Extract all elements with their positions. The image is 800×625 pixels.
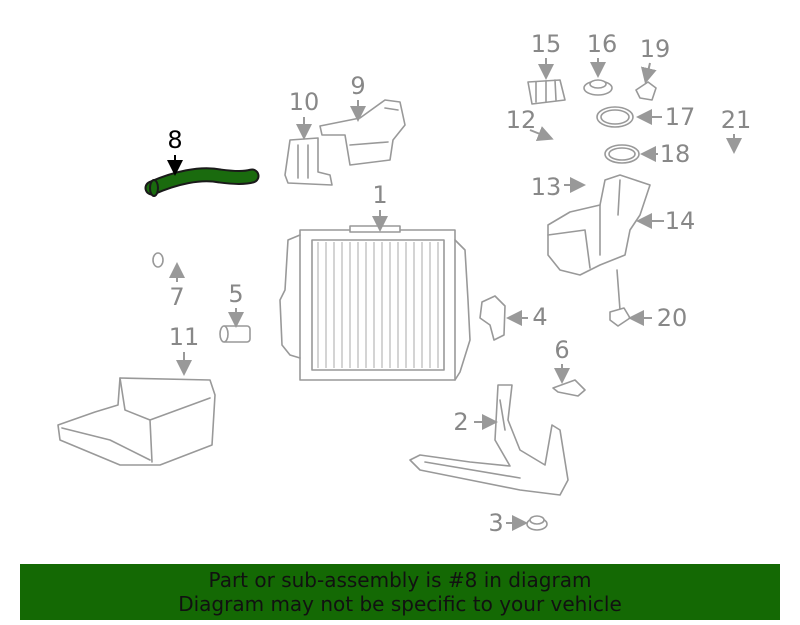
part-2-lower-support	[409, 384, 569, 496]
leader-12	[529, 126, 554, 141]
callout-17: 17	[665, 103, 696, 131]
part-4-bracket	[479, 295, 506, 341]
banner-line-1: Part or sub-assembly is #8 in diagram	[208, 568, 592, 592]
banner-line-2: Diagram may not be specific to your vehi…	[178, 592, 622, 616]
part-15-connector	[527, 79, 566, 105]
part-9-bracket	[319, 99, 406, 166]
part-18-gasket	[604, 144, 640, 164]
callout-12: 12	[506, 106, 537, 134]
part-17-seal	[596, 106, 634, 128]
callout-7: 7	[169, 283, 184, 311]
leader-19	[640, 62, 657, 84]
part-13-elbow	[572, 158, 591, 189]
part-1-radiator	[279, 225, 471, 381]
callout-1: 1	[372, 181, 387, 209]
callout-18: 18	[660, 140, 691, 168]
callout-9: 9	[350, 72, 365, 100]
part-8-upper-hose[interactable]	[144, 167, 260, 197]
callout-20: 20	[657, 304, 688, 332]
part-20-level-sensor	[609, 269, 631, 327]
callout-8: 8	[167, 126, 182, 154]
callout-16: 16	[587, 30, 618, 58]
callout-3: 3	[488, 509, 503, 537]
callout-21: 21	[721, 106, 752, 134]
parts-diagram: 8 7 1 9 10 5 11	[57, 30, 752, 537]
part-12-small-hose	[527, 119, 583, 163]
part-19-sensor	[635, 81, 657, 101]
info-banner: Part or sub-assembly is #8 in diagram Di…	[20, 564, 780, 620]
callout-14: 14	[665, 207, 696, 235]
part-16-cap	[583, 79, 613, 96]
part-11-air-duct	[57, 377, 216, 466]
callout-5: 5	[228, 280, 243, 308]
part-5-plug	[219, 325, 251, 343]
callout-2: 2	[453, 408, 468, 436]
callout-15: 15	[531, 30, 562, 58]
part-14-reservoir	[547, 174, 651, 276]
callout-11: 11	[169, 323, 200, 351]
part-6-clip	[552, 379, 586, 397]
callout-4: 4	[532, 303, 547, 331]
callout-13: 13	[531, 173, 562, 201]
part-7-lower-hose	[152, 200, 250, 268]
part-3-grommet	[526, 515, 548, 531]
part-21-long-hose	[662, 148, 736, 280]
callout-19: 19	[640, 35, 671, 63]
part-10-mount	[284, 137, 333, 186]
callout-6: 6	[554, 336, 569, 364]
callout-10: 10	[289, 88, 320, 116]
